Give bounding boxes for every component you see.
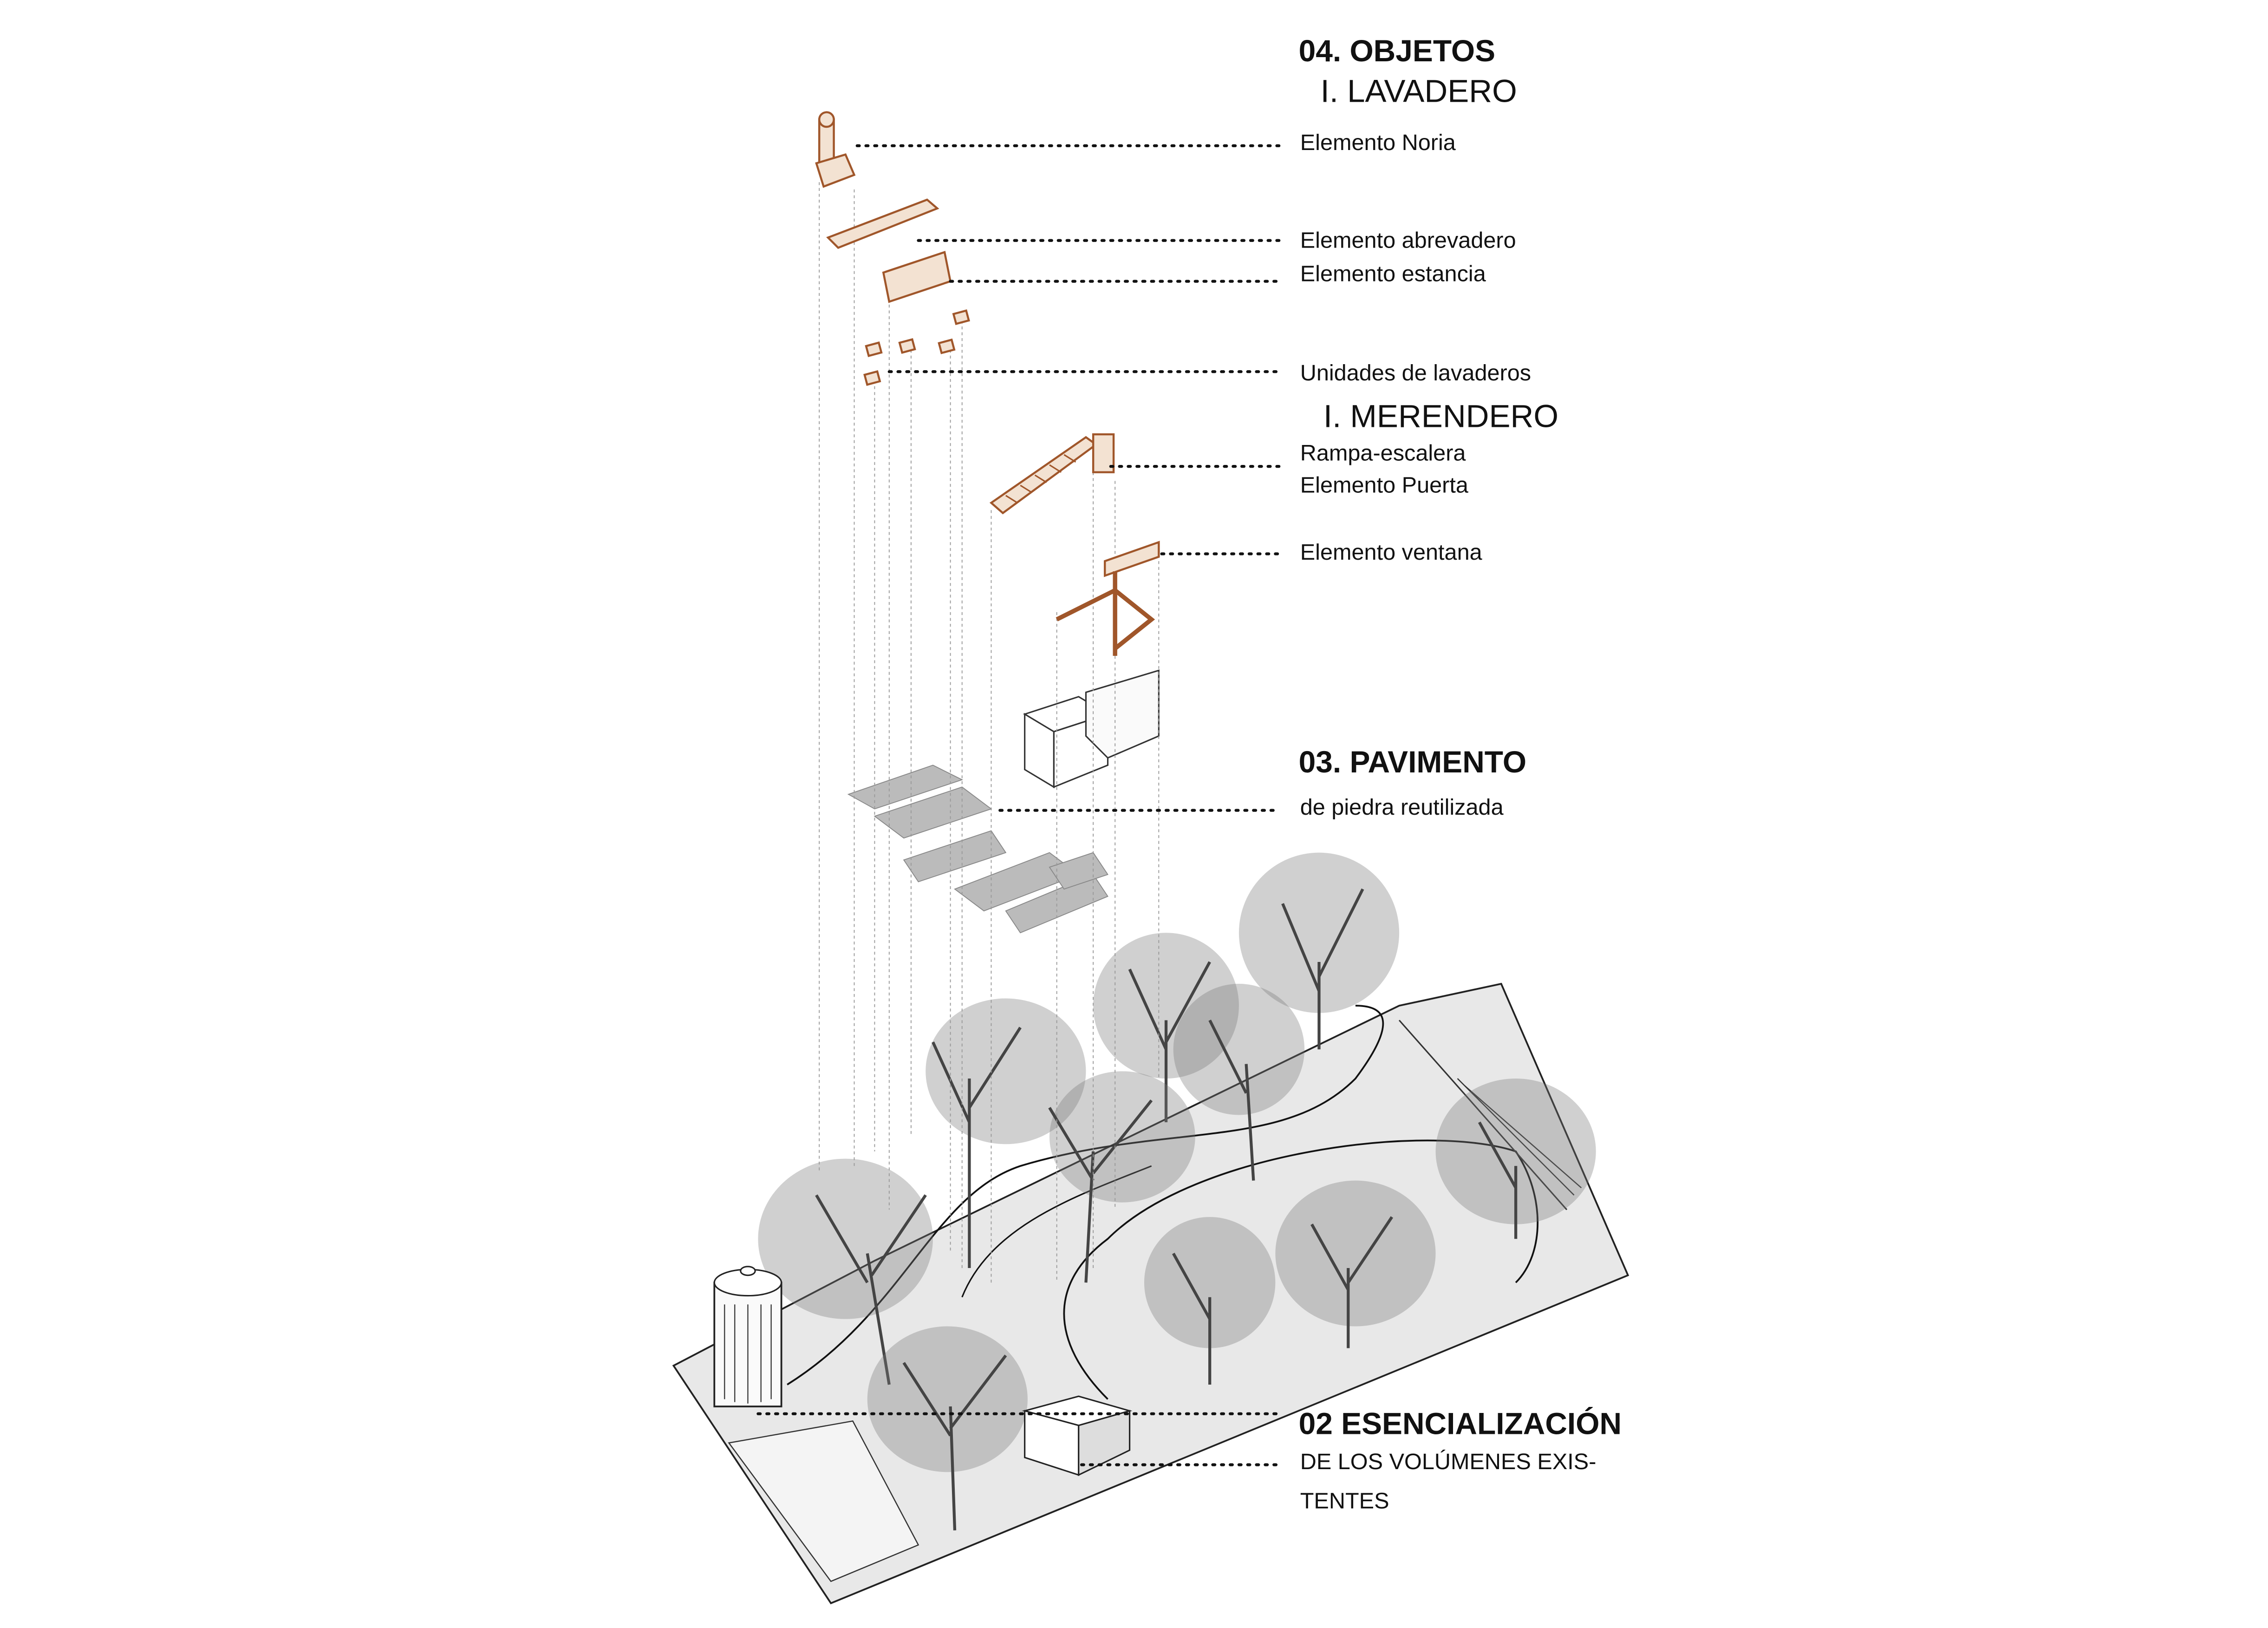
pavimento-subtitle: de piedra reutilizada [1300, 795, 1504, 820]
tree [1173, 984, 1305, 1181]
tree [867, 1326, 1028, 1530]
objetos-heading: 04. OBJETOS [1299, 33, 1496, 68]
tree [925, 998, 1086, 1268]
window-element [1056, 541, 1160, 656]
pavimento-heading: 03. PAVIMENTO [1299, 745, 1527, 779]
ramp-stair [989, 433, 1115, 515]
tree [1275, 1180, 1436, 1348]
lavadero-heading: I. LAVADERO [1321, 73, 1517, 109]
abrevadero-element [826, 198, 939, 249]
esencializacion-heading: 02 ESENCIALIZACIÓN [1299, 1406, 1622, 1441]
stairs-edge [1398, 1020, 1568, 1210]
lavadero-units [863, 309, 970, 386]
label-puerta: Elemento Puerta [1300, 473, 1469, 498]
tree [1435, 1079, 1596, 1239]
label-estancia: Elemento estancia [1300, 262, 1486, 287]
existing-volumes [713, 1266, 1133, 1477]
esencializacion-subtitle-2: TENTES [1300, 1489, 1389, 1514]
small-building [1022, 1395, 1133, 1477]
tree [1238, 852, 1400, 1050]
lavadero-objects [815, 111, 970, 386]
merendero-volume [1023, 669, 1160, 789]
tree [1144, 1217, 1276, 1385]
stone-paving [847, 765, 1108, 934]
label-ventana: Elemento ventana [1300, 540, 1483, 565]
tree [1093, 933, 1239, 1123]
path-curve [787, 1005, 1384, 1386]
leader-lines [756, 144, 1281, 1466]
tree [1048, 1071, 1195, 1283]
label-rampa: Rampa-escalera [1300, 441, 1466, 466]
projection-lines [819, 182, 1160, 1283]
estancia-element [882, 250, 952, 303]
merendero-objects [989, 433, 1160, 656]
labels: 04. OBJETOS I. LAVADERO Elemento Noria E… [1299, 33, 1622, 1514]
merendero-heading: I. MERENDERO [1323, 398, 1558, 434]
parking-area [728, 1420, 919, 1582]
esencializacion-subtitle-1: DE LOS VOLÚMENES EXIS- [1300, 1449, 1597, 1474]
noria-element [815, 111, 856, 188]
label-abrevadero: Elemento abrevadero [1300, 228, 1516, 253]
ground-plot [672, 982, 1629, 1604]
label-noria: Elemento Noria [1300, 130, 1456, 155]
label-unidades: Unidades de lavaderos [1300, 360, 1531, 386]
water-tower [713, 1266, 782, 1407]
